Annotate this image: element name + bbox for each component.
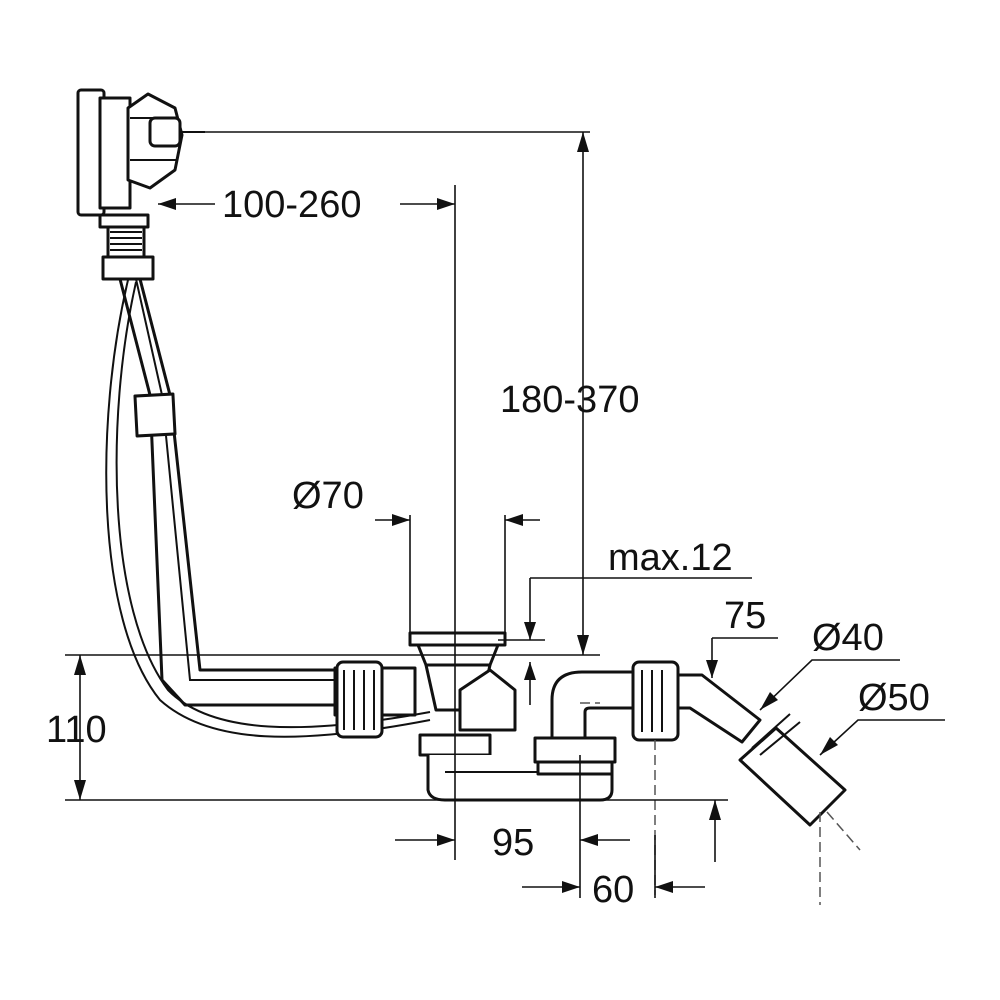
dimension-drain-diameter: Ø70 xyxy=(292,475,364,517)
drain-body xyxy=(333,631,847,827)
dimension-overflow-height: 180-370 xyxy=(500,379,639,421)
dimension-outlet-diameter-large: Ø50 xyxy=(858,677,930,719)
overflow-head xyxy=(76,88,205,217)
dimension-trap-height: 110 xyxy=(46,709,107,751)
overflow-thread xyxy=(98,213,155,281)
dimension-overflow-offset: 100-260 xyxy=(222,184,361,226)
dimension-trap-offset: 95 xyxy=(492,822,534,864)
bowden-cable xyxy=(105,279,431,738)
dimension-outlet-diameter-small: Ø40 xyxy=(812,617,884,659)
dimension-arrows xyxy=(74,132,838,893)
dimension-outlet-angle: 75 xyxy=(724,595,766,637)
overflow-tube xyxy=(118,277,337,707)
dimension-lines xyxy=(65,131,945,898)
dimension-outlet-offset: 60 xyxy=(592,869,634,911)
dimension-max-thickness: max.12 xyxy=(608,537,733,579)
